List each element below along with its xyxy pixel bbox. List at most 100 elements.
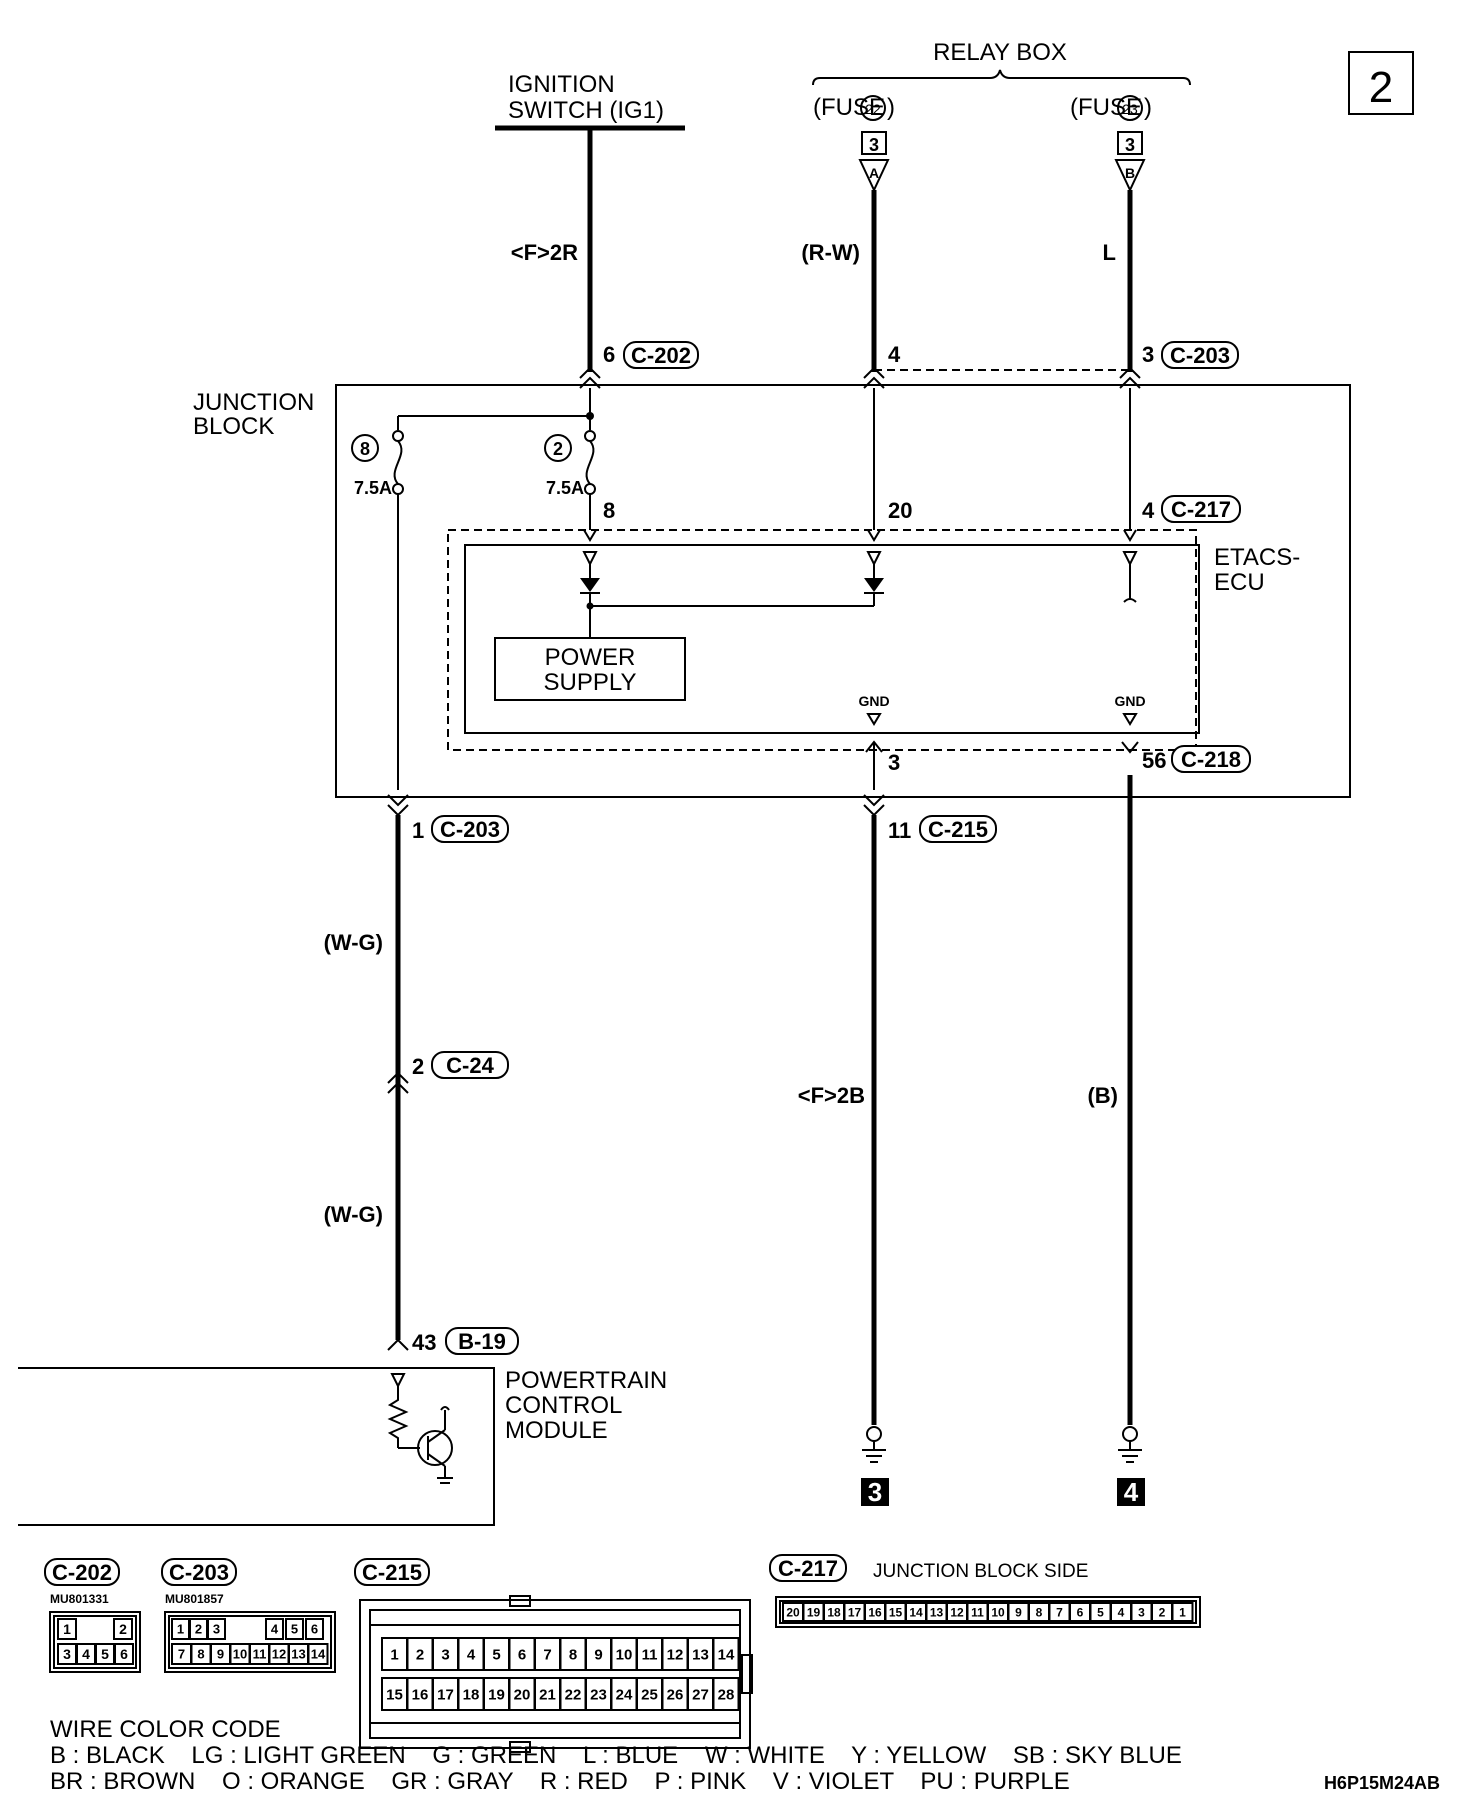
c203-pin-cell [307,1643,329,1665]
c217-pin-label: 3 [1138,1605,1145,1619]
c203-pin-label: 8 [197,1647,204,1662]
c215-pin-cell [712,1677,740,1711]
pcm-collector-out [440,1406,450,1430]
c203-pin-label: 9 [217,1647,224,1662]
c215-pin-label: 13 [692,1646,709,1663]
fuse-23-circle [1117,95,1143,121]
color-code-line1: B : BLACK LG : LIGHT GREEN G : GREEN L :… [50,1742,1182,1769]
etacs-ecu-box [464,544,1200,734]
c217-pin-label: 12 [950,1605,964,1619]
c215-pin-label: 20 [514,1686,531,1703]
wire-label-f2r: <F>2R [511,240,578,265]
ignition-switch-line2: SWITCH (IG1) [508,97,664,124]
gnd-terminal-2 [1122,713,1138,726]
pill-c215 [919,815,997,843]
gnd-label-2: GND [1114,693,1145,709]
c203-pin-label: 2 [195,1622,202,1637]
c203-pin-label: 5 [291,1622,298,1637]
diode-2 [864,578,884,592]
c203-pin-label: 13 [291,1647,305,1662]
c203-pin-label: 3 [213,1622,220,1637]
pcm-line1: POWERTRAIN [505,1367,667,1394]
c202-pin-label: 6 [120,1646,128,1662]
c217-pin-label: 7 [1056,1605,1063,1619]
c203-pin-cell [285,1618,304,1640]
pin-8: 8 [603,498,615,523]
terminal-4-open-end [1123,598,1137,603]
pin-56: 56 [1142,748,1166,773]
c203-pin-label: 4 [271,1622,279,1637]
pcm-transistor-collector [427,1429,446,1443]
pin-1: 1 [412,818,424,843]
ref-a-letter: A [869,165,879,181]
fuse-22-paren: ) [887,94,895,121]
c203-pin-cell [265,1618,284,1640]
page-number-box [1348,51,1414,115]
pin-2: 2 [412,1054,424,1079]
ref-b-triangle [1114,159,1146,193]
c203-pin-label: 1 [177,1622,184,1637]
c217-pin-label: 2 [1159,1605,1166,1619]
c215-pin-label: 22 [565,1686,582,1703]
pill-c203 [1161,341,1239,369]
c202-pin-label: 4 [82,1646,90,1662]
wire-label-r-w: (R-W) [801,240,860,265]
ground-3-label: 3 [868,1477,882,1507]
etacs-dashed-outline [447,529,1197,751]
fuse-2-element [585,440,595,485]
pill-c203-b [431,815,509,843]
ref-a-box [861,131,887,155]
pill-c24 [431,1051,509,1079]
c202-pin-cell [114,1643,134,1665]
c215-pin-cell [712,1637,740,1671]
pill-c218 [1171,745,1251,773]
gnd-label-1: GND [858,693,889,709]
pin-43: 43 [412,1330,436,1355]
pill-c217-text: C-217 [1171,497,1231,522]
pin-arrow-4 [1123,529,1137,542]
pin-20: 20 [888,498,912,523]
terminal-20-in [866,551,882,567]
ground-3-eyelet [866,1426,882,1442]
c215-pin-label: 8 [569,1646,577,1663]
etacs-line1: ETACS- [1214,544,1300,571]
c202-pin-label: 2 [119,1621,127,1637]
c217-pin-label: 8 [1036,1605,1043,1619]
pill-c202 [623,341,699,369]
power-supply-box [494,637,686,701]
ground-4-symbol [1118,1441,1142,1463]
junction-block-box [335,384,1351,798]
c215-pin-label: 25 [641,1686,658,1703]
conn-c203-part: MU801857 [165,1592,224,1606]
conn-c203-pill [161,1558,237,1586]
color-code-title: WIRE COLOR CODE [50,1716,281,1743]
pcm-line3: MODULE [505,1417,608,1444]
pcm-terminal [390,1373,406,1389]
terminal-4-in [1122,551,1138,567]
c215-pin-label: 21 [539,1686,556,1703]
diode-join-dot [586,602,594,610]
power-supply-line2: SUPPLY [544,669,637,696]
c215-pin-label: 15 [386,1686,403,1703]
fuse-8-top-terminal [392,430,404,442]
pin-arrow-20 [867,529,881,542]
c217-pin-label: 5 [1097,1605,1104,1619]
c215-pin-label: 23 [590,1686,607,1703]
conn-c217-side: JUNCTION BLOCK SIDE [873,1561,1088,1582]
c215-pin-label: 19 [488,1686,505,1703]
fuse-22-label: (FUSE [813,94,885,121]
c215-pin-label: 10 [616,1646,633,1663]
gnd-terminal-1 [866,713,882,726]
pin-arrow-8 [583,529,597,542]
c215-pin-label: 9 [594,1646,602,1663]
ref-b-letter: B [1125,165,1135,181]
fuse-2-bottom-terminal [584,483,596,495]
c215-pin-label: 4 [467,1646,476,1663]
pcm-ground-symbol [437,1466,453,1484]
ref-a-triangle [858,159,890,193]
fuse-23-paren: ) [1144,94,1152,121]
